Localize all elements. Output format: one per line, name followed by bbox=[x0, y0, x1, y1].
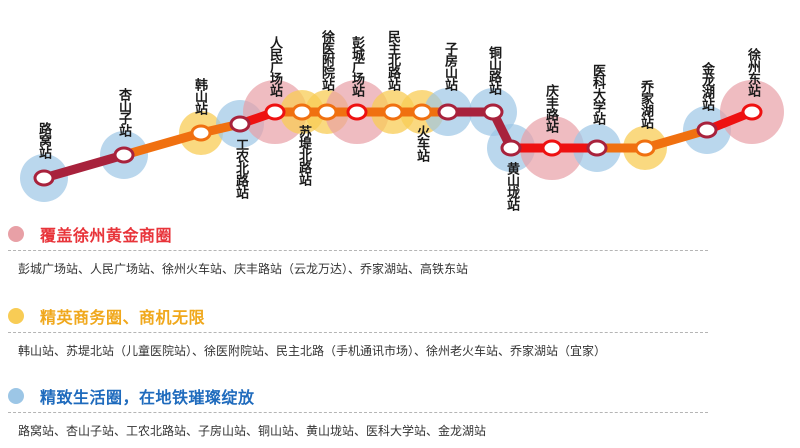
station-label[interactable]: 火车站 bbox=[414, 125, 429, 161]
metro-line-map bbox=[20, 80, 784, 202]
station-label[interactable]: 庆丰路站 bbox=[543, 84, 558, 132]
station-node-icon[interactable] bbox=[382, 103, 404, 121]
station-label[interactable]: 杏山子站 bbox=[116, 88, 131, 136]
station-node-icon[interactable] bbox=[291, 103, 313, 121]
section-station-list: 彭城广场站、人民广场站、徐州火车站、庆丰路站（云龙万达）、乔家湖站、高铁东站 bbox=[18, 262, 469, 276]
station-label[interactable]: 子房山站 bbox=[442, 42, 457, 90]
section-header: 精英商务圈、商机无限 bbox=[8, 304, 205, 328]
track-segment bbox=[39, 150, 129, 183]
station-node-icon[interactable] bbox=[500, 139, 522, 157]
section-station-list: 路窝站、杏山子站、工农北路站、子房山站、铜山站、黄山垅站、医科大学站、金龙湖站 bbox=[18, 424, 487, 438]
station-label[interactable]: 铜山路站 bbox=[486, 46, 501, 94]
station-label[interactable]: 金龙湖站 bbox=[699, 62, 714, 110]
station-node-icon[interactable] bbox=[346, 103, 368, 121]
dashed-divider bbox=[8, 332, 708, 333]
station-node-icon[interactable] bbox=[229, 115, 251, 133]
station-node-icon[interactable] bbox=[33, 169, 55, 187]
station-node-icon[interactable] bbox=[741, 103, 763, 121]
section-header: 覆盖徐州黄金商圈 bbox=[8, 222, 172, 246]
station-label[interactable]: 人民广场站 bbox=[267, 36, 282, 96]
track-segment bbox=[640, 125, 712, 153]
station-node-icon[interactable] bbox=[437, 103, 459, 121]
dashed-divider bbox=[8, 412, 708, 413]
section-title: 精致生活圈，在地铁璀璨绽放 bbox=[40, 388, 255, 407]
station-label[interactable]: 徐医附院站 bbox=[319, 30, 334, 90]
station-label[interactable]: 彭城广场站 bbox=[349, 36, 364, 96]
station-label[interactable]: 苏堤北路站 bbox=[296, 125, 311, 185]
station-node-icon[interactable] bbox=[482, 103, 504, 121]
station-label[interactable]: 医科大学站 bbox=[590, 64, 605, 124]
station-node-icon[interactable] bbox=[696, 121, 718, 139]
station-node-icon[interactable] bbox=[586, 139, 608, 157]
yellow-zone-dot-icon bbox=[8, 308, 24, 324]
dashed-divider bbox=[8, 250, 708, 251]
section-title: 精英商务圈、商机无限 bbox=[40, 308, 206, 327]
station-label[interactable]: 路窝站 bbox=[36, 122, 51, 158]
station-node-icon[interactable] bbox=[541, 139, 563, 157]
section-title: 覆盖徐州黄金商圈 bbox=[40, 226, 173, 245]
section-station-list: 韩山站、苏堤北站（儿童医院站）、徐医附院站、民主北路（手机通讯市场）、徐州老火车… bbox=[18, 344, 607, 358]
station-node-icon[interactable] bbox=[634, 139, 656, 157]
station-node-icon[interactable] bbox=[411, 103, 433, 121]
track-segment bbox=[119, 128, 206, 160]
blue-zone-dot-icon bbox=[8, 388, 24, 404]
station-node-icon[interactable] bbox=[316, 103, 338, 121]
station-node-icon[interactable] bbox=[190, 124, 212, 142]
station-node-icon[interactable] bbox=[264, 103, 286, 121]
station-nodes bbox=[33, 103, 763, 187]
station-label[interactable]: 徐州东站 bbox=[745, 48, 760, 96]
station-label[interactable]: 乔家湖站 bbox=[638, 80, 653, 128]
red-zone-dot-icon bbox=[8, 226, 24, 242]
section-header: 精致生活圈，在地铁璀璨绽放 bbox=[8, 384, 255, 408]
station-node-icon[interactable] bbox=[113, 146, 135, 164]
station-label[interactable]: 韩山站 bbox=[192, 78, 207, 114]
station-label[interactable]: 黄山垅站 bbox=[504, 162, 519, 210]
station-label[interactable]: 民主北路站 bbox=[385, 30, 400, 90]
station-label[interactable]: 工农北路站 bbox=[233, 138, 248, 198]
